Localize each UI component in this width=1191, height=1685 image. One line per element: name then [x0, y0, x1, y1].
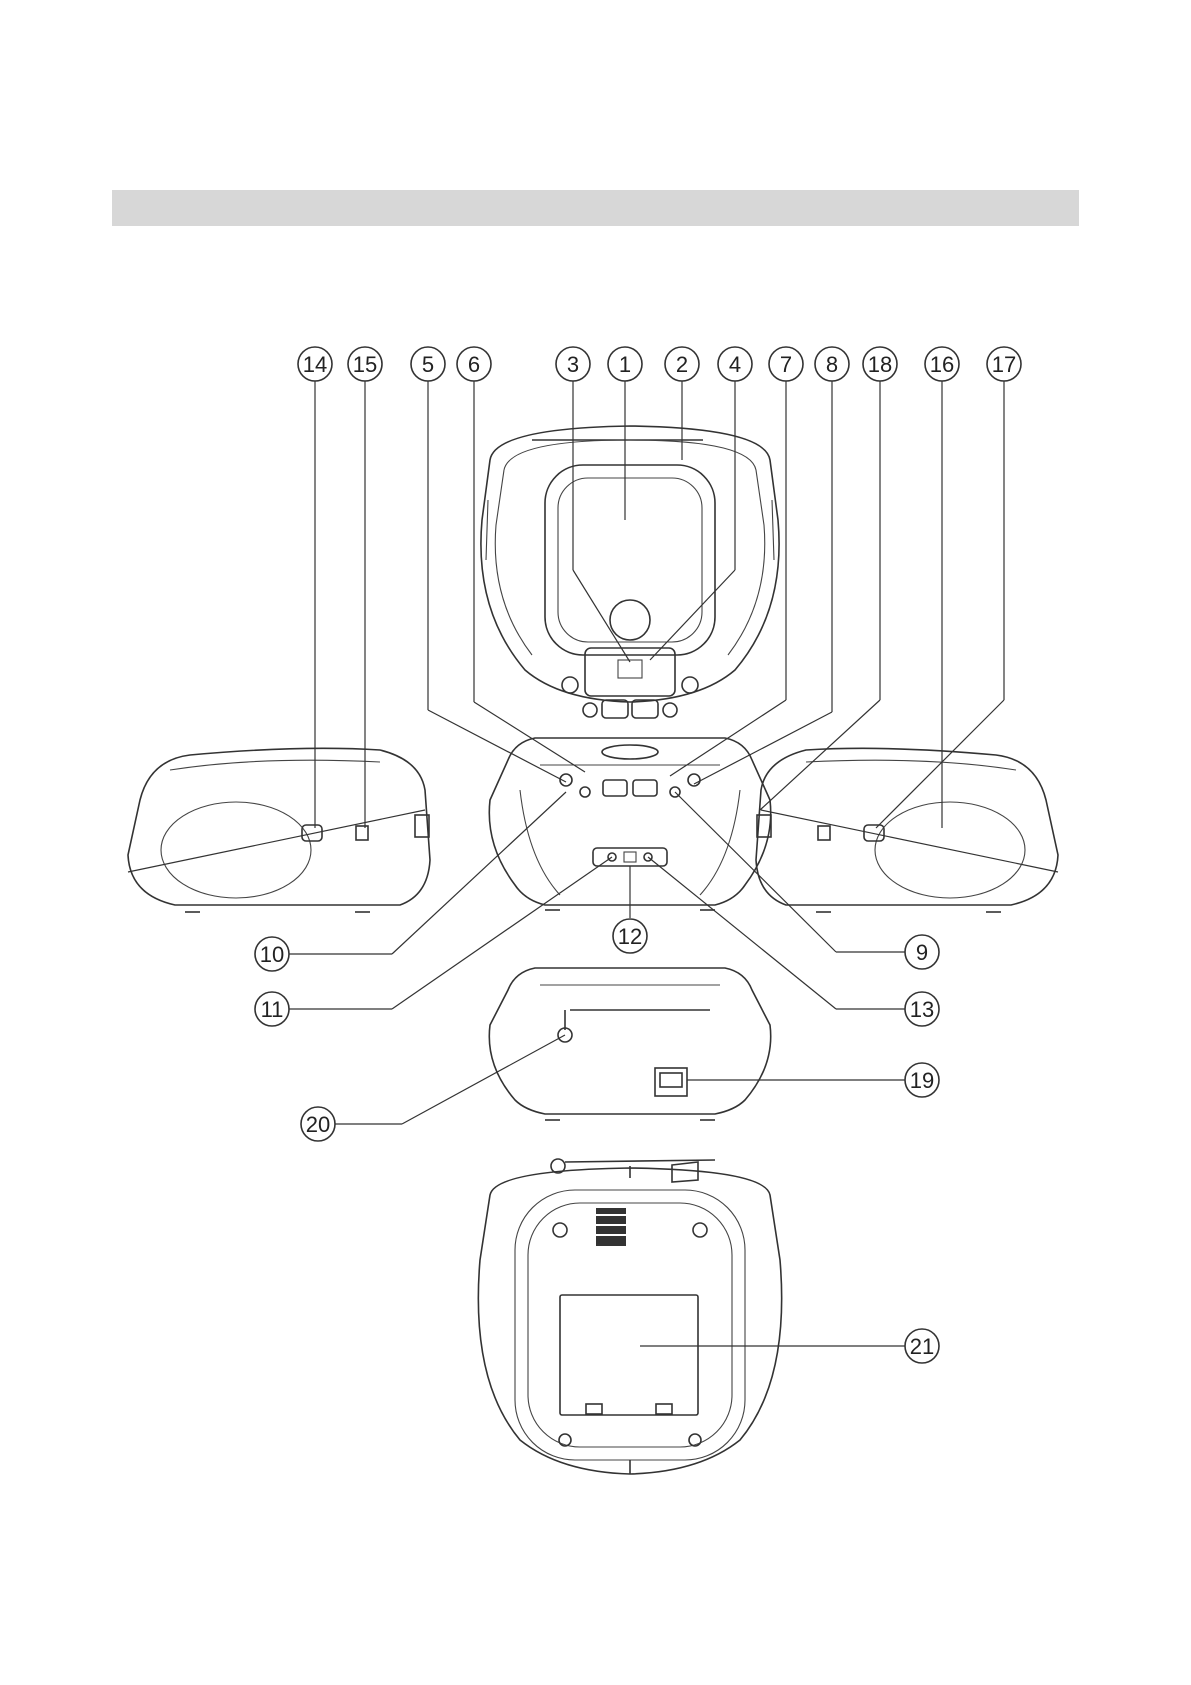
callout-20: 20 — [301, 1107, 335, 1141]
svg-text:11: 11 — [261, 997, 284, 1022]
svg-text:5: 5 — [422, 352, 434, 377]
svg-text:6: 6 — [468, 352, 480, 377]
callout-17: 17 — [987, 347, 1021, 381]
callout-10: 10 — [255, 937, 289, 971]
svg-text:17: 17 — [992, 352, 1016, 377]
leader-lines — [288, 380, 1004, 1346]
callout-5: 5 — [411, 347, 445, 381]
callout-15: 15 — [348, 347, 382, 381]
callout-9: 9 — [905, 935, 939, 969]
svg-text:15: 15 — [353, 352, 377, 377]
callout-3: 3 — [556, 347, 590, 381]
callout-16: 16 — [925, 347, 959, 381]
svg-text:4: 4 — [729, 352, 741, 377]
callout-14: 14 — [298, 347, 332, 381]
callout-12: 12 — [613, 919, 647, 953]
svg-text:20: 20 — [306, 1112, 330, 1137]
callout-19: 19 — [905, 1063, 939, 1097]
callout-21: 21 — [905, 1329, 939, 1363]
callout-7: 7 — [769, 347, 803, 381]
callout-13: 13 — [905, 992, 939, 1026]
callout-8: 8 — [815, 347, 849, 381]
callout-1: 1 — [608, 347, 642, 381]
svg-text:8: 8 — [826, 352, 838, 377]
callouts: 14 15 5 6 3 1 2 4 7 8 18 16 17 10 12 9 1… — [255, 347, 1021, 1363]
callout-6: 6 — [457, 347, 491, 381]
speaker-grille-label — [596, 1208, 626, 1246]
svg-text:14: 14 — [303, 352, 327, 377]
svg-text:1: 1 — [619, 352, 631, 377]
callout-18: 18 — [863, 347, 897, 381]
svg-text:2: 2 — [676, 352, 688, 377]
bottom-view — [478, 1159, 781, 1474]
svg-text:16: 16 — [930, 352, 954, 377]
svg-text:9: 9 — [916, 940, 928, 965]
svg-text:21: 21 — [910, 1334, 934, 1359]
svg-text:10: 10 — [260, 942, 284, 967]
svg-text:7: 7 — [780, 352, 792, 377]
svg-text:18: 18 — [868, 352, 892, 377]
top-view — [481, 426, 779, 718]
svg-text:19: 19 — [910, 1068, 934, 1093]
callout-4: 4 — [718, 347, 752, 381]
callout-11: 11 — [255, 992, 289, 1026]
rear-view — [489, 968, 770, 1120]
svg-text:12: 12 — [618, 924, 642, 949]
callout-2: 2 — [665, 347, 699, 381]
left-side-view — [128, 748, 430, 912]
svg-text:3: 3 — [567, 352, 579, 377]
svg-text:13: 13 — [910, 997, 934, 1022]
